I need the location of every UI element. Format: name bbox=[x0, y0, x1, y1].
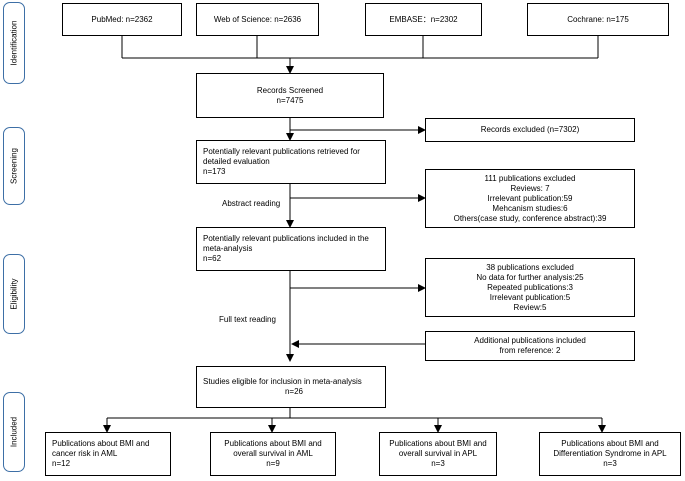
outcome-4-line-1: Publications about BMI and bbox=[561, 439, 659, 448]
outcome-1-line-2: cancer risk in AML bbox=[52, 449, 118, 458]
excluded-38-review: Review:5 bbox=[513, 302, 547, 312]
full-text-reading-label: Full text reading bbox=[219, 315, 276, 324]
source-cochrane-text: Cochrane: n=175 bbox=[567, 14, 629, 24]
source-embase: EMBASE：n=2302 bbox=[365, 3, 482, 36]
eligible-studies-box: Studies eligible for inclusion in meta-a… bbox=[196, 366, 386, 408]
outcome-cancer-risk-aml: Publications about BMI and cancer risk i… bbox=[45, 432, 171, 476]
additional-publications-box: Additional publications included from re… bbox=[425, 331, 635, 361]
additional-line-2: from reference: 2 bbox=[499, 346, 561, 355]
phase-identification: Identification bbox=[3, 2, 25, 84]
source-pubmed-text: PubMed: n=2362 bbox=[91, 14, 153, 24]
retrieved-publications-box: Potentially relevant publications retrie… bbox=[196, 140, 386, 184]
source-web-of-science: Web of Science: n=2636 bbox=[196, 3, 319, 36]
excluded-38-repeated: Repeated publications:3 bbox=[487, 282, 573, 292]
phase-screening-label: Screening bbox=[9, 147, 19, 185]
records-screened-title: Records Screened bbox=[256, 85, 324, 95]
records-screened-count: n=7475 bbox=[276, 95, 304, 105]
excluded-38-irrelevant: Irrelevant publication:5 bbox=[489, 292, 571, 302]
outcome-1-count: n=12 bbox=[52, 459, 71, 468]
excluded-111-reviews: Reviews: 7 bbox=[510, 183, 550, 193]
excluded-111-title: 111 publications excluded bbox=[484, 173, 576, 183]
phase-eligibility-label: Eligibility bbox=[9, 278, 19, 310]
phase-included: Included bbox=[3, 392, 25, 472]
phase-identification-label: Identification bbox=[9, 20, 19, 66]
source-wos-text: Web of Science: n=2636 bbox=[213, 14, 302, 24]
excluded-111-mechanism: Mehcanism studies:6 bbox=[492, 203, 568, 213]
retrieved-count: n=173 bbox=[203, 167, 226, 176]
additional-line-1: Additional publications included bbox=[474, 336, 586, 345]
eligible-count: n=26 bbox=[284, 387, 304, 396]
excluded-38-box: 38 publications excluded No data for fur… bbox=[425, 258, 635, 317]
abstract-reading-label: Abstract reading bbox=[222, 199, 281, 208]
retrieved-line-2: detailed evaluation bbox=[203, 157, 270, 166]
included-meta-line-2: meta-analysis bbox=[203, 244, 253, 253]
outcome-3-line-2: overall survival in APL bbox=[398, 449, 478, 458]
records-excluded-box: Records excluded (n=7302) bbox=[425, 118, 635, 142]
outcome-1-line-1: Publications about BMI and bbox=[52, 439, 150, 448]
outcome-3-line-1: Publications about BMI and bbox=[389, 439, 487, 448]
records-screened-box: Records Screened n=7475 bbox=[196, 73, 384, 118]
source-pubmed: PubMed: n=2362 bbox=[62, 3, 182, 36]
excluded-111-box: 111 publications excluded Reviews: 7 Irr… bbox=[425, 169, 635, 228]
outcome-2-line-1: Publications about BMI and bbox=[224, 439, 322, 448]
records-excluded-text: Records excluded (n=7302) bbox=[480, 125, 580, 134]
included-meta-count: n=62 bbox=[203, 254, 222, 263]
eligible-line-1: Studies eligible for inclusion in meta-a… bbox=[203, 377, 362, 386]
outcome-overall-survival-aml: Publications about BMI and overall survi… bbox=[210, 432, 336, 476]
outcome-differentiation-syndrome-apl: Publications about BMI and Differentiati… bbox=[539, 432, 681, 476]
excluded-38-no-data: No data for further analysis:25 bbox=[476, 272, 584, 282]
excluded-111-others: Others(case study, conference abstract):… bbox=[453, 213, 607, 223]
outcome-2-line-2: overall survival in AML bbox=[233, 449, 313, 458]
phase-eligibility: Eligibility bbox=[3, 254, 25, 334]
excluded-111-irrelevant: Irrelevant publication:59 bbox=[487, 193, 573, 203]
outcome-4-count: n=3 bbox=[603, 459, 617, 468]
phase-included-label: Included bbox=[9, 416, 19, 448]
outcome-2-count: n=9 bbox=[266, 459, 280, 468]
phase-screening: Screening bbox=[3, 127, 25, 205]
included-meta-line-1: Potentially relevant publications includ… bbox=[203, 234, 369, 243]
excluded-38-title: 38 publications excluded bbox=[486, 262, 574, 272]
source-cochrane: Cochrane: n=175 bbox=[527, 3, 669, 36]
included-meta-analysis-box: Potentially relevant publications includ… bbox=[196, 227, 386, 271]
source-embase-text: EMBASE：n=2302 bbox=[389, 14, 458, 24]
outcome-4-line-2: Differentiation Syndrome in APL bbox=[553, 449, 667, 458]
retrieved-line-1: Potentially relevant publications retrie… bbox=[203, 147, 360, 156]
outcome-3-count: n=3 bbox=[431, 459, 445, 468]
outcome-overall-survival-apl: Publications about BMI and overall survi… bbox=[379, 432, 497, 476]
